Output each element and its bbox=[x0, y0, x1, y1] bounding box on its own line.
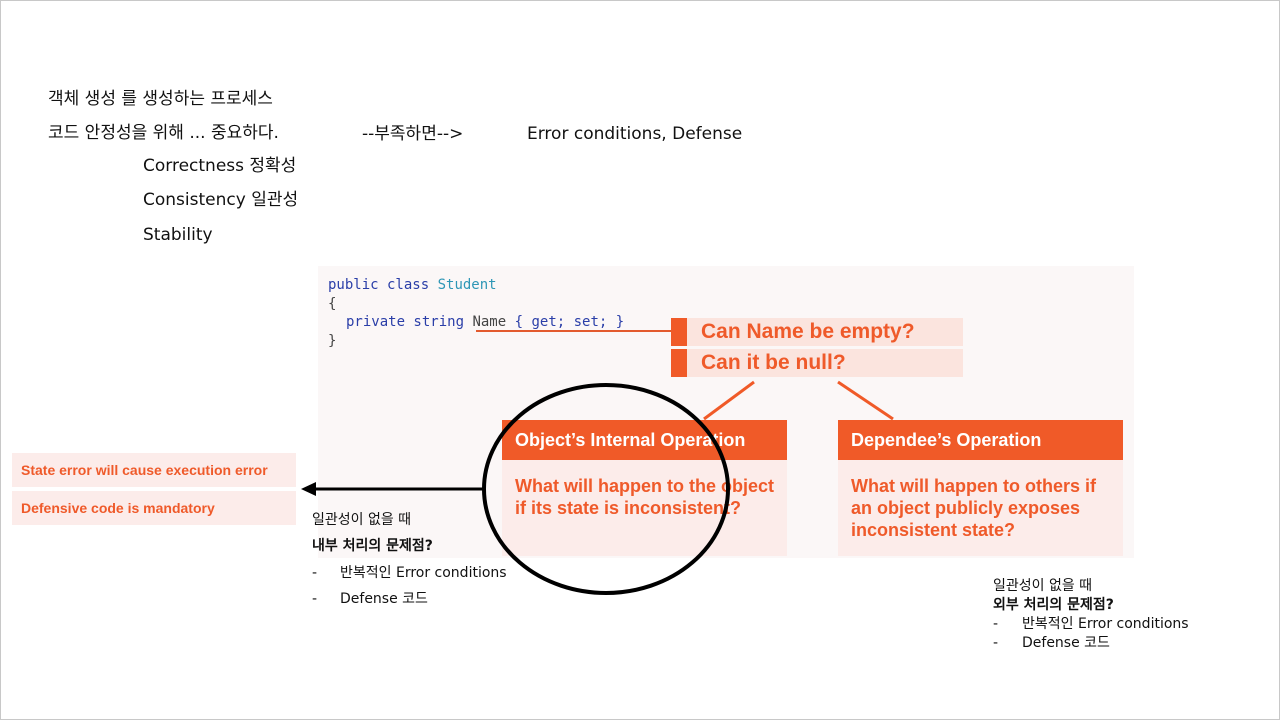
question-bar-1 bbox=[671, 318, 687, 346]
note-internal-bullet-1: 반복적인 Error conditions bbox=[340, 565, 507, 581]
card-dependee-title: Dependee’s Operation bbox=[838, 420, 1123, 460]
header-line-1: 객체 생성 를 생성하는 프로세스 bbox=[48, 89, 273, 109]
code-class-name: Student bbox=[437, 277, 497, 293]
question-bar-2 bbox=[671, 349, 687, 377]
header-line-2: 코드 안정성을 위해 ... 중요하다. bbox=[48, 123, 279, 143]
note-external-bullet-mark-1: - bbox=[993, 616, 999, 632]
code-accessors: { get; set; } bbox=[514, 314, 625, 330]
arrow-head-icon bbox=[301, 482, 316, 496]
highlight-circle bbox=[482, 383, 730, 595]
code-line-1: public class Student bbox=[328, 276, 497, 295]
note-internal-bullet-mark-1: - bbox=[312, 565, 318, 581]
code-line-4: } bbox=[328, 333, 337, 349]
header-item-stability: Stability bbox=[143, 225, 213, 245]
connector-right bbox=[837, 380, 894, 421]
connector-left bbox=[703, 380, 755, 421]
header-item-correctness: Correctness 정확성 bbox=[143, 156, 297, 176]
note-internal-bullet-2: Defense 코드 bbox=[340, 591, 428, 607]
left-box-defensive-code: Defensive code is mandatory bbox=[12, 491, 296, 525]
note-external-line-1: 일관성이 없을 때 bbox=[993, 578, 1093, 594]
code-line-2: { bbox=[328, 296, 337, 312]
question-null: Can it be null? bbox=[687, 349, 963, 377]
card-dependee-body: What will happen to others if an object … bbox=[838, 460, 1123, 556]
code-keyword: public class bbox=[328, 277, 430, 293]
note-external-bullet-1: 반복적인 Error conditions bbox=[1022, 616, 1189, 632]
code-line-3: private string Name { get; set; } bbox=[346, 313, 624, 332]
note-external-bullet-mark-2: - bbox=[993, 635, 999, 651]
card-internal-title: Object’s Internal Operation bbox=[502, 420, 787, 460]
header-arrow-text: --부족하면--> bbox=[362, 124, 464, 144]
name-connector-line bbox=[476, 330, 672, 332]
note-internal-line-1: 일관성이 없을 때 bbox=[312, 512, 412, 528]
code-keyword: private string bbox=[346, 314, 465, 330]
question-empty: Can Name be empty? bbox=[687, 318, 963, 346]
note-external-line-2: 외부 처리의 문제점? bbox=[993, 597, 1114, 613]
code-property-name: Name bbox=[472, 314, 507, 330]
header-right-text: Error conditions, Defense bbox=[527, 124, 743, 144]
note-internal-line-2: 내부 처리의 문제점? bbox=[312, 538, 433, 554]
card-internal-body: What will happen to the object if its st… bbox=[502, 460, 787, 556]
header-item-consistency: Consistency 일관성 bbox=[143, 190, 299, 210]
left-box-state-error: State error will cause execution error bbox=[12, 453, 296, 487]
note-internal-bullet-mark-2: - bbox=[312, 591, 318, 607]
note-external-bullet-2: Defense 코드 bbox=[1022, 635, 1110, 651]
